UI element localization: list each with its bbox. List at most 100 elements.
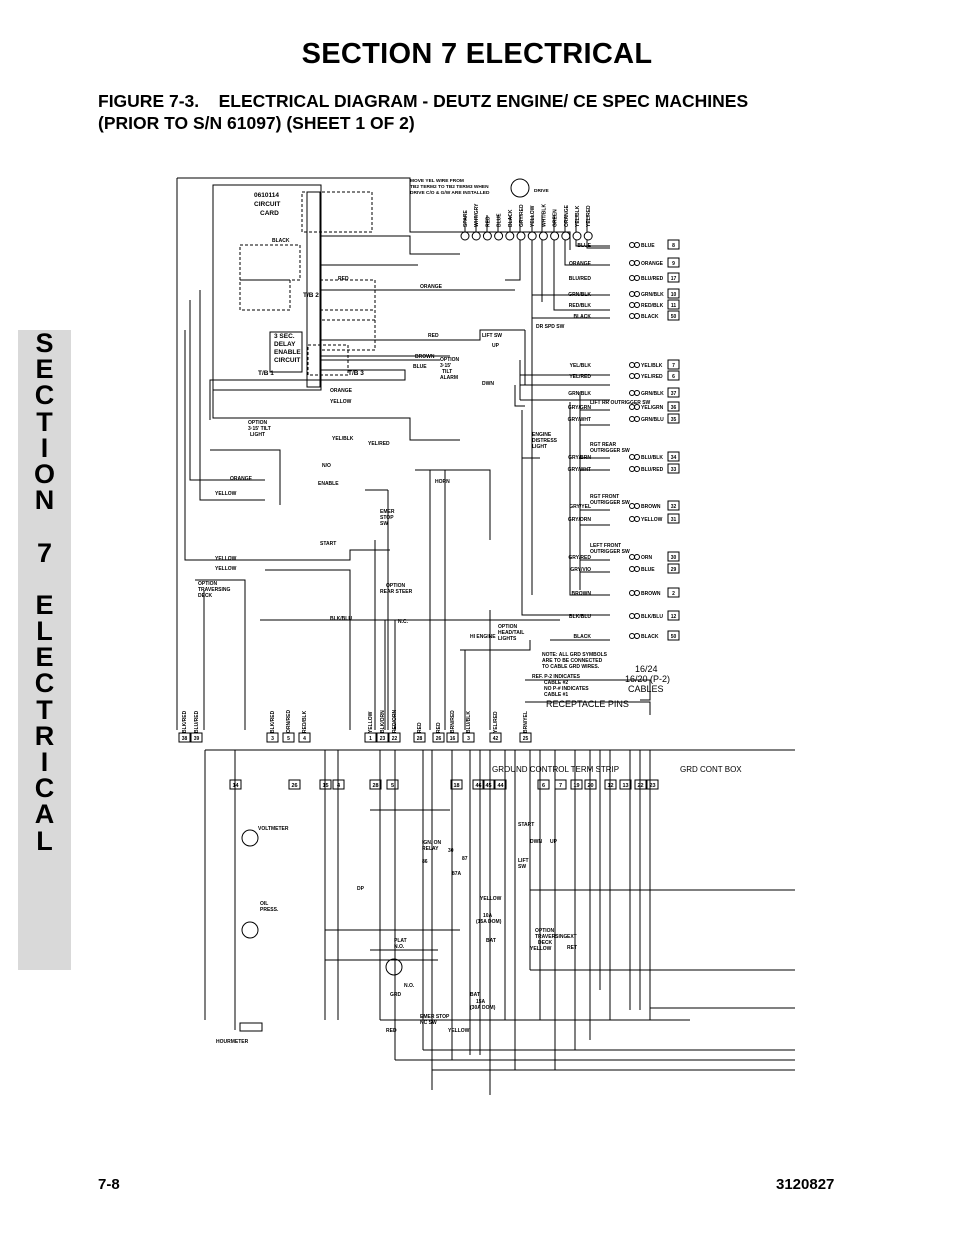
head-tail-1: OPTION bbox=[498, 624, 518, 630]
connector-pin-number: 6 bbox=[672, 374, 675, 380]
top-wire-label: BLACK bbox=[508, 209, 514, 227]
horn-label: HORN bbox=[435, 479, 450, 485]
connector-label: BROWN bbox=[641, 591, 661, 597]
bottom-pin-number: 22 bbox=[392, 736, 398, 742]
connector-plug bbox=[634, 313, 640, 319]
connector-label: GRN/BLK bbox=[641, 391, 664, 397]
connector-plug bbox=[629, 590, 635, 596]
connector-plug bbox=[629, 242, 635, 248]
ext-label: EXT bbox=[567, 934, 577, 940]
top-terminal bbox=[572, 231, 582, 241]
strip-pin-box bbox=[472, 779, 485, 790]
top-terminal bbox=[527, 231, 537, 241]
strip-pin-number: 45 bbox=[485, 783, 491, 789]
connector-pin-box bbox=[667, 587, 680, 598]
connector-wire-label: GRY/GRN bbox=[568, 405, 592, 411]
connector-label: YEL/GRN bbox=[641, 405, 664, 411]
connector-pin-box bbox=[667, 239, 680, 250]
document-number: 3120827 bbox=[776, 1176, 835, 1193]
note-1: NOTE: ALL GRD SYMBOLS bbox=[542, 652, 608, 658]
connector-pin-number: 50 bbox=[671, 314, 677, 320]
cable-note-1: 16/24 bbox=[635, 664, 658, 674]
lower-traversing-3: DECK bbox=[538, 940, 553, 946]
connector-pin-box bbox=[667, 288, 680, 299]
connector-plug bbox=[629, 390, 635, 396]
bottom-pin-number: 28 bbox=[417, 736, 423, 742]
bottom-pin-box bbox=[298, 732, 311, 743]
top-note-2: TB2 TERM2 TO TB2 TERM3 WHEN bbox=[410, 184, 489, 190]
connector-pin-number: 50 bbox=[671, 634, 677, 640]
strip-pin-number: 4 bbox=[337, 783, 341, 789]
connector-plug bbox=[629, 275, 635, 281]
section-title: SECTION 7 ELECTRICAL bbox=[301, 38, 653, 70]
note-4: REF. P-2 INDICATES bbox=[532, 674, 581, 680]
top-terminal bbox=[494, 231, 504, 241]
connector-plug bbox=[634, 291, 640, 297]
fuse10-2: (15A DOM) bbox=[476, 919, 502, 925]
bottom-pin-label: YEL/RED bbox=[493, 711, 499, 733]
bottom-pin-label: YELLOW bbox=[368, 711, 374, 733]
distress-3: LIGHT bbox=[532, 444, 547, 450]
connector-plug bbox=[629, 373, 635, 379]
connector-label: ORANGE bbox=[641, 261, 664, 267]
connector-label: BLUE bbox=[641, 243, 655, 249]
connector-label: BLK/BLU bbox=[641, 614, 663, 620]
strip-pin-box bbox=[450, 779, 463, 790]
connector-plug bbox=[629, 260, 635, 266]
card-tb3: T/B 3 bbox=[348, 370, 364, 377]
up-label: UP bbox=[492, 343, 500, 349]
bottom-pin-label: RED/ORN bbox=[392, 710, 398, 733]
wire-brown-label: BROWN bbox=[415, 354, 435, 360]
connector-label: YELLOW bbox=[641, 517, 663, 523]
top-wire-label: SPARE bbox=[463, 209, 469, 227]
tilt-light-1: OPTION bbox=[248, 420, 268, 426]
bottom-pin-number: 3 bbox=[467, 736, 470, 742]
wire-red-label-2: RED bbox=[428, 333, 439, 339]
bottom-pin-box bbox=[376, 732, 389, 743]
wire-orange-label-3: ORANGE bbox=[230, 476, 253, 482]
tilt-alarm-2: 3·15' bbox=[440, 363, 451, 369]
bottom-pin-label: BLK/RED bbox=[182, 710, 188, 733]
connector-wire-label: GRY/WHT bbox=[568, 417, 591, 423]
bottom-pin-box bbox=[462, 732, 475, 743]
ign-relay-1: IGN. ON bbox=[422, 840, 442, 846]
bottom-pin-number: 16 bbox=[450, 736, 456, 742]
lower-traversing-2: TRAVERSING bbox=[535, 934, 568, 940]
tilt-alarm-1: OPTION bbox=[440, 357, 460, 363]
connector-plug bbox=[634, 373, 640, 379]
strip-pin-number: 14 bbox=[232, 783, 239, 789]
strip-pin-box bbox=[229, 779, 242, 790]
bottom-pin-label: BLK/ORN bbox=[380, 710, 386, 733]
connector-plug bbox=[629, 516, 635, 522]
grd-cont-box: GRD CONT BOX bbox=[680, 765, 742, 774]
bottom-pin-box bbox=[489, 732, 502, 743]
side-tab-letter: E bbox=[35, 589, 54, 620]
fuse15-2: (30A DOM) bbox=[470, 1005, 496, 1011]
ign-relay-2: RELAY bbox=[422, 846, 439, 852]
bottom-pin-label: RED bbox=[436, 722, 442, 733]
rgt-rear-1: RGT REAR bbox=[590, 442, 617, 448]
connector-plug bbox=[629, 633, 635, 639]
ground-control-term-strip: GROUND CONTROL TERM STRIP bbox=[492, 765, 619, 774]
strip-pin-box bbox=[288, 779, 301, 790]
relay-87a: 87A bbox=[452, 871, 462, 877]
connector-pin-box bbox=[667, 513, 680, 524]
strip-pin-box bbox=[619, 779, 632, 790]
connector-wire-label: YEL/RED bbox=[569, 374, 591, 380]
strip-pin-number: 7 bbox=[559, 783, 562, 789]
connector-wire-label: BLACK bbox=[574, 634, 592, 640]
wire-orange-label-2: ORANGE bbox=[330, 388, 353, 394]
rgt-front-1: RGT FRONT bbox=[590, 494, 619, 500]
connector-pin-box bbox=[667, 463, 680, 474]
note-2: ARE TO BE CONNECTED bbox=[542, 658, 603, 664]
side-tab-letter: R bbox=[34, 720, 55, 751]
bottom-pin-box bbox=[266, 732, 279, 743]
connector-pin-box bbox=[667, 272, 680, 283]
yellow-label-lower-2: YELLOW bbox=[530, 946, 552, 952]
figure-caption: FIGURE 7-3. ELECTRICAL DIAGRAM - DEUTZ E… bbox=[98, 90, 858, 134]
strip-pin-number: 18 bbox=[453, 783, 459, 789]
lift-sw-label: LIFT SW bbox=[482, 333, 502, 339]
connector-pin-number: 8 bbox=[672, 243, 675, 249]
card-delay-1: 3 SEC. bbox=[274, 333, 295, 340]
strip-pin-box bbox=[386, 779, 399, 790]
